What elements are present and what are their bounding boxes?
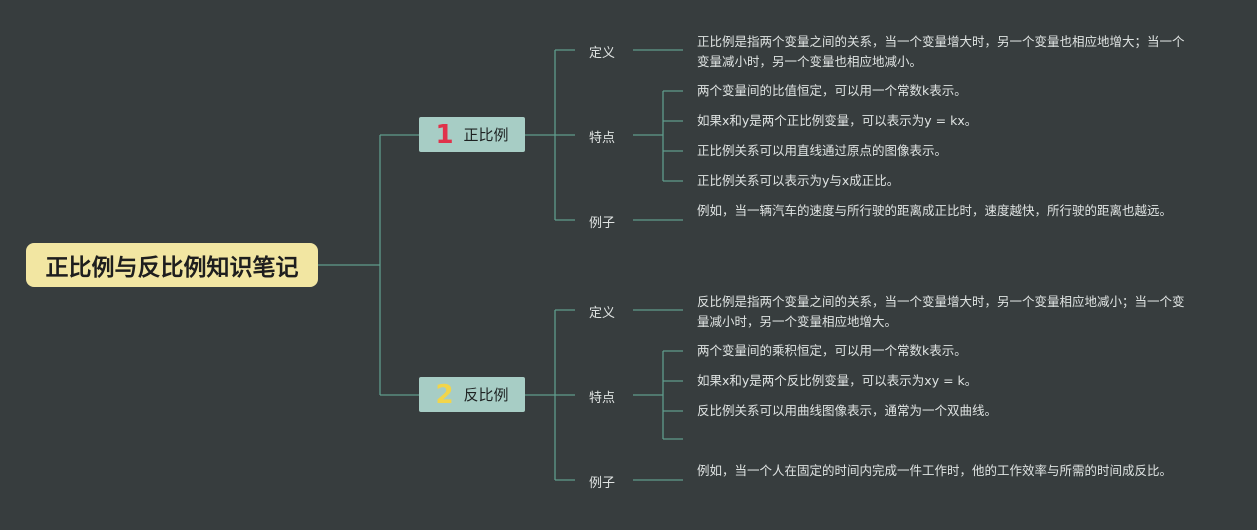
branch-number-badge: 1 <box>435 119 454 150</box>
b2-definition-text: 反比例是指两个变量之间的关系，当一个变量增大时，另一个变量相应地减小；当一个变量… <box>697 294 1185 329</box>
branch-title: 正比例 <box>463 126 509 144</box>
branch-title: 反比例 <box>463 386 509 404</box>
b1-features-connector <box>633 90 683 182</box>
b2-features-label[interactable]: 特点 <box>589 391 616 406</box>
root-node[interactable]: 正比例与反比例知识笔记 <box>26 243 318 287</box>
b2-example-label[interactable]: 例子 <box>589 476 616 491</box>
branch-node-proportional[interactable]: 1 正比例 <box>419 117 525 152</box>
b1-feature-item: 如果x和y是两个正比例变量，可以表示为y = kx。 <box>697 113 978 128</box>
b1-features-label[interactable]: 特点 <box>589 131 616 146</box>
b1-feature-item: 正比例关系可以表示为y与x成正比。 <box>697 173 900 188</box>
root-title: 正比例与反比例知识笔记 <box>45 255 299 281</box>
b1-definition-text: 正比例是指两个变量之间的关系，当一个变量增大时，另一个变量也相应地增大；当一个变… <box>697 34 1185 69</box>
b1-definition-label[interactable]: 定义 <box>589 46 616 61</box>
b1-feature-item: 正比例关系可以用直线通过原点的图像表示。 <box>697 143 948 158</box>
b1-feature-item: 两个变量间的比值恒定，可以用一个常数k表示。 <box>697 83 967 98</box>
b2-definition-label[interactable]: 定义 <box>589 306 616 321</box>
b2-example-text: 例如，当一个人在固定的时间内完成一件工作时，他的工作效率与所需的时间成反比。 <box>697 463 1173 478</box>
b1-example-label[interactable]: 例子 <box>589 216 616 231</box>
branch-1-connector <box>525 49 575 221</box>
b1-example-text: 例如，当一辆汽车的速度与所行驶的距离成正比时，速度越快，所行驶的距离也越远。 <box>697 203 1173 218</box>
b2-feature-item: 如果x和y是两个反比例变量，可以表示为xy = k。 <box>697 373 978 388</box>
b2-features-connector <box>633 350 683 440</box>
branch-number-badge: 2 <box>435 379 454 410</box>
branch-2-connector <box>525 309 575 481</box>
b2-feature-item: 两个变量间的乘积恒定，可以用一个常数k表示。 <box>697 343 967 358</box>
root-connector <box>318 134 419 396</box>
b2-feature-item: 反比例关系可以用曲线图像表示，通常为一个双曲线。 <box>697 403 998 418</box>
branch-node-inverse[interactable]: 2 反比例 <box>419 377 525 412</box>
